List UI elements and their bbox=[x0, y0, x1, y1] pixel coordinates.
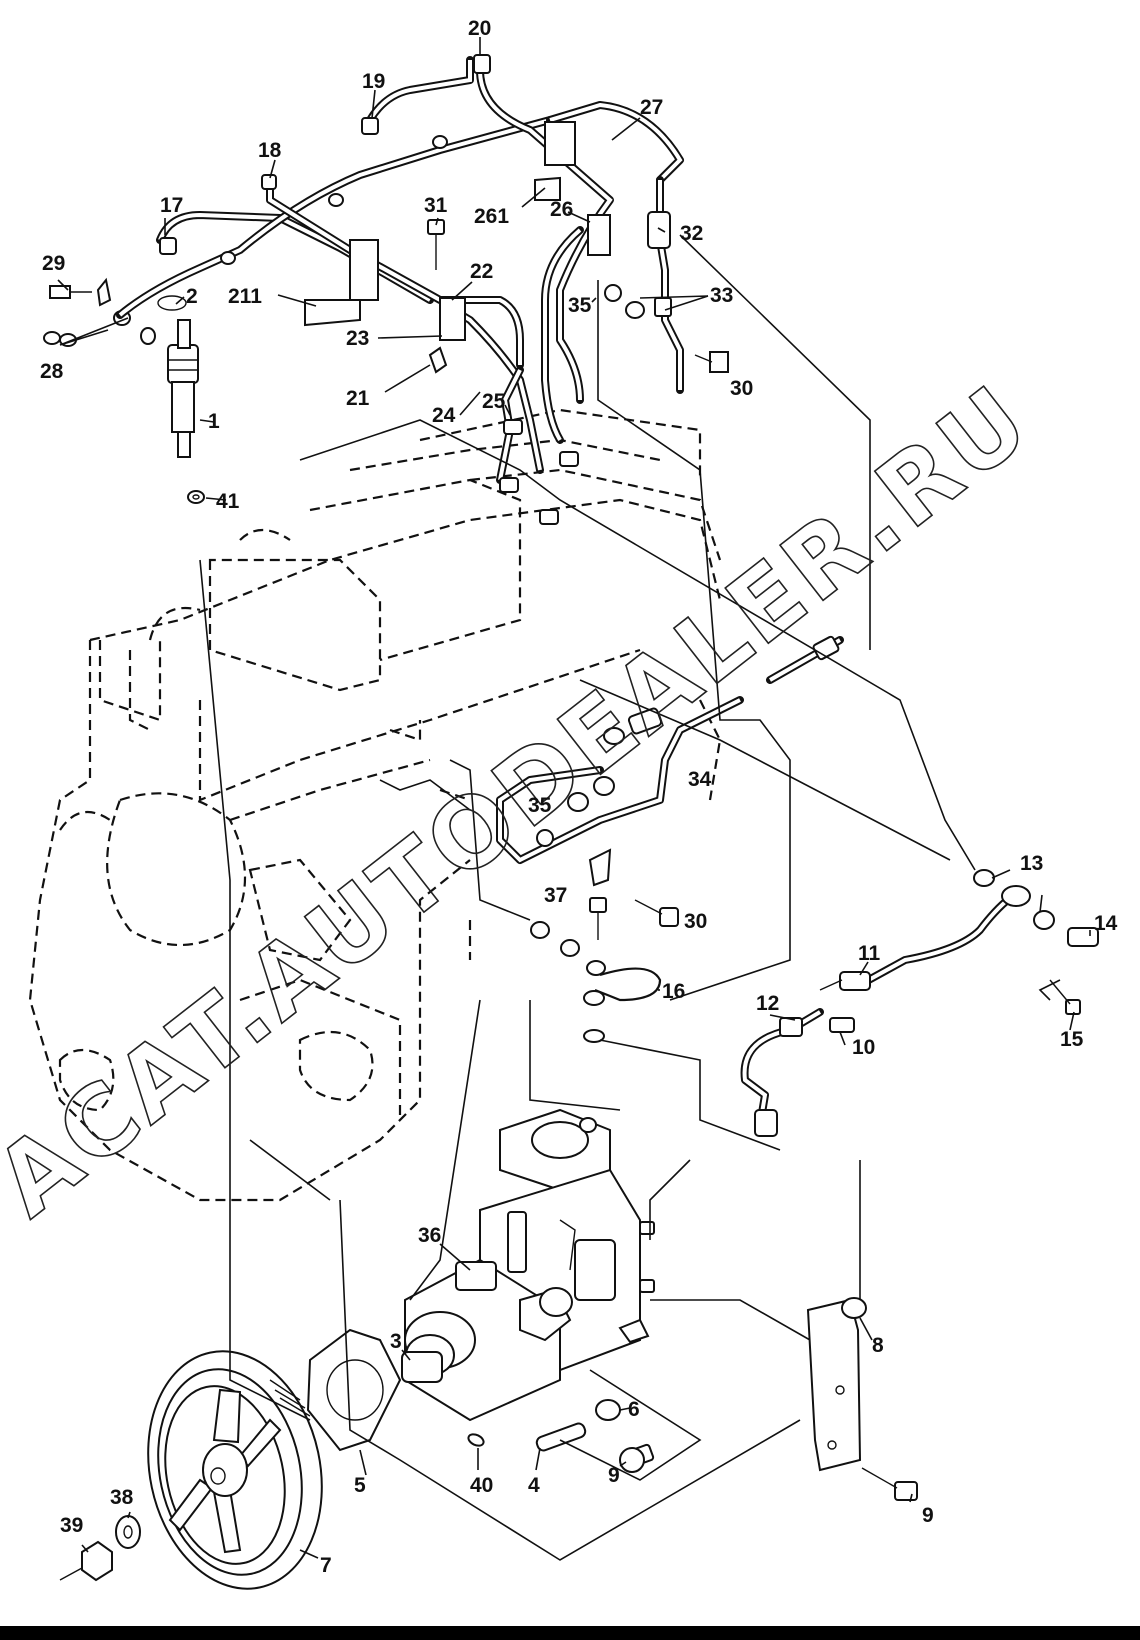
feed-lines bbox=[740, 869, 1099, 1137]
o-ring bbox=[157, 295, 187, 311]
callout-5: 5 bbox=[354, 1474, 366, 1497]
callout-6: 6 bbox=[628, 1398, 640, 1421]
gasket bbox=[306, 1328, 402, 1452]
callout-41: 41 bbox=[216, 490, 240, 513]
callout-33: 33 bbox=[710, 284, 733, 307]
bolt-31 bbox=[427, 219, 445, 270]
injector-nozzle bbox=[167, 319, 199, 458]
leak-off-banjo-bolts bbox=[43, 277, 156, 347]
callout-7: 7 bbox=[320, 1554, 332, 1577]
callout-29: 29 bbox=[42, 252, 65, 275]
injection-pump bbox=[401, 1108, 655, 1422]
bolts-30-37 bbox=[530, 897, 679, 1043]
callout-21: 21 bbox=[346, 387, 370, 410]
callout-12: 12 bbox=[756, 992, 779, 1015]
callout-39: 39 bbox=[60, 1514, 83, 1537]
callout-26: 26 bbox=[550, 198, 573, 221]
leader-lines bbox=[57, 37, 1091, 1561]
callout-261: 261 bbox=[474, 205, 509, 228]
callout-17: 17 bbox=[160, 194, 183, 217]
callout-34: 34 bbox=[688, 768, 712, 791]
callout-14: 14 bbox=[1094, 912, 1118, 935]
pipe-clamps bbox=[304, 121, 611, 374]
callout-11: 11 bbox=[858, 942, 881, 965]
callout-30-mid: 30 bbox=[684, 910, 707, 933]
callout-19: 19 bbox=[362, 70, 385, 93]
callout-22: 22 bbox=[470, 260, 493, 283]
callout-30-top: 30 bbox=[730, 377, 753, 400]
callout-13: 13 bbox=[1020, 852, 1043, 875]
watermark-text: ACAT.AUTODEALER.RU bbox=[0, 363, 1051, 1238]
callout-28: 28 bbox=[40, 360, 64, 383]
callout-16: 16 bbox=[662, 980, 685, 1003]
pipe-nuts bbox=[159, 54, 579, 525]
callout-24: 24 bbox=[432, 404, 456, 427]
callout-211: 211 bbox=[228, 285, 262, 308]
bottom-border bbox=[0, 1626, 1140, 1640]
callout-18: 18 bbox=[258, 139, 282, 162]
callout-40: 40 bbox=[470, 1474, 493, 1497]
callout-4: 4 bbox=[528, 1474, 540, 1497]
callout-38: 38 bbox=[110, 1486, 134, 1509]
callout-25: 25 bbox=[482, 390, 506, 413]
callout-23: 23 bbox=[346, 327, 369, 350]
callout-36: 36 bbox=[418, 1224, 441, 1247]
washer-38-nut-39 bbox=[59, 1515, 141, 1582]
callout-15: 15 bbox=[1060, 1028, 1084, 1051]
high-pressure-pipes bbox=[116, 56, 684, 484]
callout-3: 3 bbox=[390, 1330, 402, 1353]
callout-27: 27 bbox=[640, 96, 663, 119]
callout-35-top: 35 bbox=[568, 294, 592, 317]
callout-9-right: 9 bbox=[922, 1504, 934, 1527]
small-parts-4-6-9-40 bbox=[467, 1399, 655, 1473]
bracket-8 bbox=[806, 1297, 918, 1501]
pump-pulley bbox=[147, 1350, 323, 1590]
callout-31: 31 bbox=[424, 194, 448, 217]
callout-2: 2 bbox=[186, 285, 198, 308]
callout-37: 37 bbox=[544, 884, 567, 907]
injector-washer bbox=[187, 490, 205, 504]
callout-32: 32 bbox=[680, 222, 703, 245]
watermark: ACAT.AUTODEALER.RU bbox=[0, 362, 1052, 1238]
callout-8: 8 bbox=[872, 1334, 884, 1357]
leak-off-line-34 bbox=[496, 635, 844, 887]
callout-20: 20 bbox=[468, 17, 491, 40]
callout-35-mid: 35 bbox=[528, 794, 552, 817]
callout-labels: 20 19 27 18 31 261 26 32 17 29 2 211 22 … bbox=[40, 17, 1118, 1577]
callout-9-left: 9 bbox=[608, 1464, 620, 1487]
callout-1: 1 bbox=[208, 410, 220, 433]
callout-10: 10 bbox=[852, 1036, 875, 1059]
